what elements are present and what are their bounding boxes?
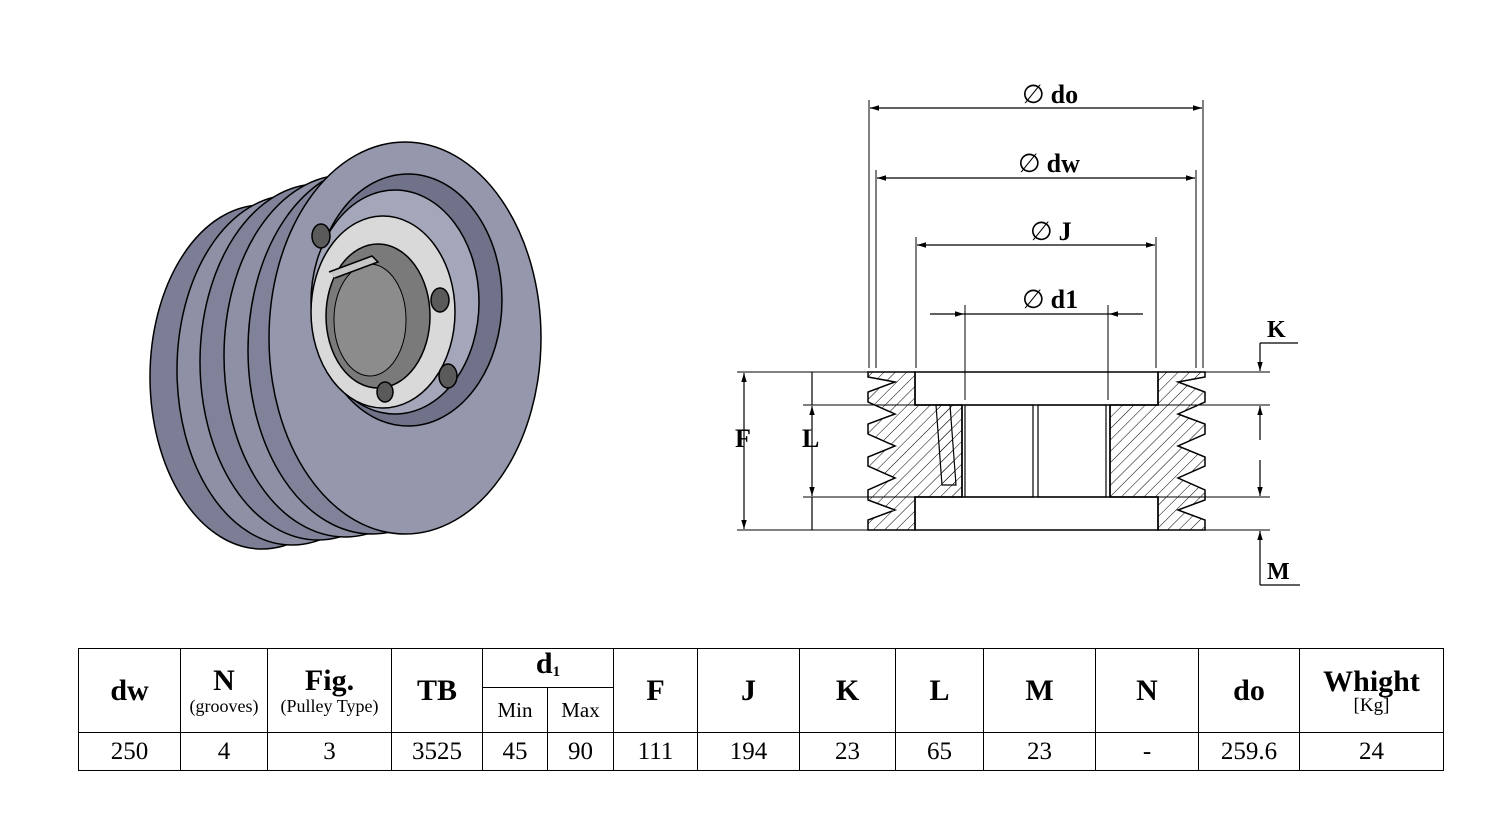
- header-d1-min: Min: [482, 687, 548, 733]
- cell-n-grooves: 4: [180, 732, 268, 771]
- cell-f: 111: [613, 732, 698, 771]
- header-d1-max: Max: [547, 687, 614, 733]
- header-tb: TB: [391, 648, 483, 733]
- label-F: F: [735, 424, 751, 453]
- bush-bore-inner: [333, 263, 407, 377]
- pulley-section-view: ∅do ∅dw ∅J ∅d1 F L K M: [735, 80, 1300, 586]
- label-d1: ∅d1: [1022, 285, 1078, 315]
- label-J: ∅J: [1030, 217, 1072, 247]
- header-d1: d1: [482, 648, 614, 688]
- header-n-grooves: N(grooves): [180, 648, 268, 733]
- label-M: M: [1267, 559, 1290, 585]
- bush-split: [328, 255, 380, 279]
- bush-hole-2: [430, 287, 450, 313]
- bush-hole-1: [311, 223, 331, 249]
- header-m: M: [983, 648, 1096, 733]
- label-do: ∅do: [1022, 80, 1078, 110]
- hub-bottom: [914, 496, 1159, 531]
- label-dw: ∅dw: [1018, 149, 1080, 179]
- pulley-technical-drawing: ∅do ∅dw ∅J ∅d1 F L K M: [149, 80, 1300, 586]
- label-K: K: [1267, 317, 1286, 343]
- bush-screw: [935, 404, 957, 486]
- cell-weight: 24: [1299, 732, 1444, 771]
- header-n: N: [1095, 648, 1199, 733]
- cell-dw: 250: [78, 732, 181, 771]
- header-j: J: [697, 648, 800, 733]
- cell-fig: 3: [267, 732, 392, 771]
- bore-right: [1037, 404, 1107, 498]
- label-L: L: [802, 424, 819, 453]
- header-fig: Fig.(Pulley Type): [267, 648, 392, 733]
- cell-j: 194: [697, 732, 800, 771]
- cell-m: 23: [983, 732, 1096, 771]
- cell-l: 65: [895, 732, 984, 771]
- cell-tb: 3525: [391, 732, 483, 771]
- hub-top: [914, 371, 1159, 406]
- header-weight: Whight[Kg]: [1299, 648, 1444, 733]
- cell-n: -: [1095, 732, 1199, 771]
- bore-left: [964, 404, 1034, 498]
- table-row: 250 4 3 3525 45 90 111 194 23 65 23 - 25…: [78, 732, 1444, 771]
- pulley-3d-view: [149, 141, 542, 550]
- cell-d1-max: 90: [547, 732, 614, 771]
- bush-hole-4: [376, 381, 394, 403]
- cell-d1-min: 45: [482, 732, 548, 771]
- cell-do: 259.6: [1198, 732, 1300, 771]
- spec-table: dw N(grooves) Fig.(Pulley Type) TB d1 F …: [78, 648, 1444, 771]
- header-k: K: [799, 648, 896, 733]
- bush-hole-3: [438, 363, 458, 389]
- header-dw: dw: [78, 648, 181, 733]
- header-f: F: [613, 648, 698, 733]
- cell-k: 23: [799, 732, 896, 771]
- header-l: L: [895, 648, 984, 733]
- header-do: do: [1198, 648, 1300, 733]
